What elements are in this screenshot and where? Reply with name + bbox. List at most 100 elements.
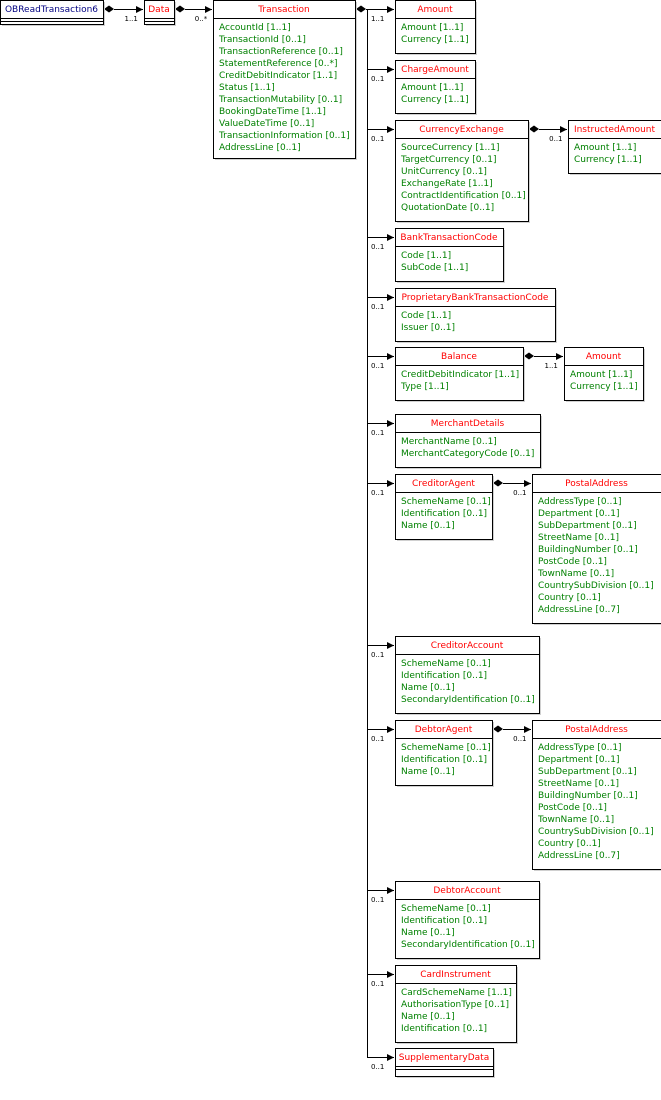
composition-diamond — [493, 725, 503, 733]
entity-attribute: SchemeName [0..1] — [401, 659, 491, 669]
entity-box — [395, 228, 504, 282]
cardinality-label: 1..1 — [545, 362, 558, 370]
entity-attribute: StatementReference [0..*] — [219, 59, 338, 69]
connector-transaction-balance: 0..1 — [367, 353, 394, 370]
entity-attribute: Amount [1..1] — [401, 23, 463, 33]
entity-attribute: UnitCurrency [0..1] — [401, 167, 487, 177]
cardinality-label: 0..1 — [549, 135, 562, 143]
entity-title: DebtorAgent — [415, 725, 473, 735]
arrow-head — [560, 126, 567, 133]
entity-attribute: SecondaryIdentification [0..1] — [401, 940, 535, 950]
arrow-head — [387, 480, 394, 487]
entity-attribute: Name [0..1] — [401, 683, 455, 693]
entity-attribute: CreditDebitIndicator [1..1] — [401, 370, 519, 380]
cardinality-label: 0..1 — [513, 489, 526, 497]
composition-diamond — [104, 5, 114, 13]
entity-box — [395, 636, 540, 714]
connector-transaction-amount: 1..1 — [367, 6, 394, 23]
entity-attribute: AddressType [0..1] — [538, 497, 622, 507]
connector-transaction-proprietary-btc: 0..1 — [367, 294, 394, 311]
cardinality-label: 0..1 — [371, 362, 384, 370]
entity-attribute: Issuer [0..1] — [401, 323, 455, 333]
entity-box — [564, 347, 644, 401]
connector-data-transaction: 0..* — [175, 5, 212, 23]
entity-attribute: ExchangeRate [1..1] — [401, 179, 493, 189]
entity-attribute: SecondaryIdentification [0..1] — [401, 695, 535, 705]
entity-attribute: SubDepartment [0..1] — [538, 767, 637, 777]
entity-attribute: Code [1..1] — [401, 311, 451, 321]
connector-layer: 1..1 0..* 1..1 0..1 0..1 0..1 0..1 0..1 0..1 1..1… — [104, 5, 567, 1071]
arrow-head — [387, 420, 394, 427]
connector-transaction-supplementary-data: 0..1 — [367, 1054, 394, 1071]
entity-attribute: Type [1..1] — [400, 382, 449, 392]
entity-attribute: Identification [0..1] — [401, 1024, 487, 1034]
entity-attribute: MerchantName [0..1] — [401, 437, 497, 447]
entity-attribute: CountrySubDivision [0..1] — [538, 827, 654, 837]
entity-attribute: AddressLine [0..7] — [538, 851, 620, 861]
connector-transaction-debtor-agent: 0..1 — [367, 726, 394, 743]
entity-box — [395, 1048, 494, 1077]
entity-attribute: CountrySubDivision [0..1] — [538, 581, 654, 591]
cardinality-label: 0..1 — [371, 980, 384, 988]
arrow-head — [387, 294, 394, 301]
entity-box — [532, 720, 661, 870]
entity-attribute: Currency [1..1] — [570, 382, 638, 392]
composition-diamond — [356, 5, 366, 13]
connector-root-data: 1..1 — [104, 5, 143, 23]
connector-debtor-agent-debtor-postal: 0..1 — [493, 725, 531, 743]
entity-attribute: CreditDebitIndicator [1..1] — [219, 71, 337, 81]
entity-attribute: SchemeName [0..1] — [401, 497, 491, 507]
entity-box — [395, 414, 541, 468]
entity-title: PostalAddress — [565, 479, 628, 489]
connector-creditor-agent-creditor-postal: 0..1 — [493, 479, 531, 497]
composition-diamond — [493, 479, 503, 487]
entity-supplementary-data: SupplementaryData — [395, 1048, 495, 1078]
cardinality-label: 1..1 — [371, 15, 384, 23]
entity-attribute: Identification [0..1] — [401, 755, 487, 765]
cardinality-label: 0..1 — [371, 135, 384, 143]
entity-attribute: Code [1..1] — [401, 251, 451, 261]
entity-title: Transaction — [257, 5, 310, 15]
entity-attribute: Department [0..1] — [538, 755, 620, 765]
entity-attribute: Currency [1..1] — [574, 155, 642, 165]
entity-attribute: BuildingNumber [0..1] — [538, 791, 638, 801]
entity-attribute: StreetName [0..1] — [538, 533, 619, 543]
entity-attribute: Identification [0..1] — [401, 509, 487, 519]
entity-box — [395, 881, 540, 959]
entity-attribute: MerchantCategoryCode [0..1] — [401, 449, 534, 459]
entity-attribute: SubDepartment [0..1] — [538, 521, 637, 531]
entity-attribute: SubCode [1..1] — [401, 263, 468, 273]
entity-attribute: ContractIdentification [0..1] — [401, 191, 526, 201]
connector-transaction-bank-transaction-code: 0..1 — [367, 234, 394, 251]
connector-currency-exchange-instructed-amount: 0..1 — [529, 125, 567, 143]
composition-diamond — [529, 125, 539, 133]
entity-attribute: SourceCurrency [1..1] — [401, 143, 500, 153]
entity-title: ChargeAmount — [401, 65, 469, 75]
entity-title: BankTransactionCode — [400, 233, 498, 243]
cardinality-label: 0..1 — [371, 243, 384, 251]
entity-box — [395, 120, 529, 222]
entity-attribute: TownName [0..1] — [537, 569, 614, 579]
entity-attribute: Amount [1..1] — [570, 370, 632, 380]
cardinality-label: 0..1 — [371, 303, 384, 311]
arrow-head — [524, 480, 531, 487]
composition-diamond — [175, 5, 185, 13]
entity-title: Amount — [586, 352, 622, 362]
cardinality-label: 0..* — [195, 15, 208, 23]
cardinality-label: 0..1 — [371, 896, 384, 904]
cardinality-label: 0..1 — [371, 429, 384, 437]
transaction-trunk — [356, 5, 368, 1057]
arrow-head — [387, 1054, 394, 1061]
entity-attribute: Department [0..1] — [538, 509, 620, 519]
connector-transaction-merchant-details: 0..1 — [367, 420, 394, 437]
cardinality-label: 0..1 — [371, 735, 384, 743]
entity-box — [395, 347, 524, 401]
